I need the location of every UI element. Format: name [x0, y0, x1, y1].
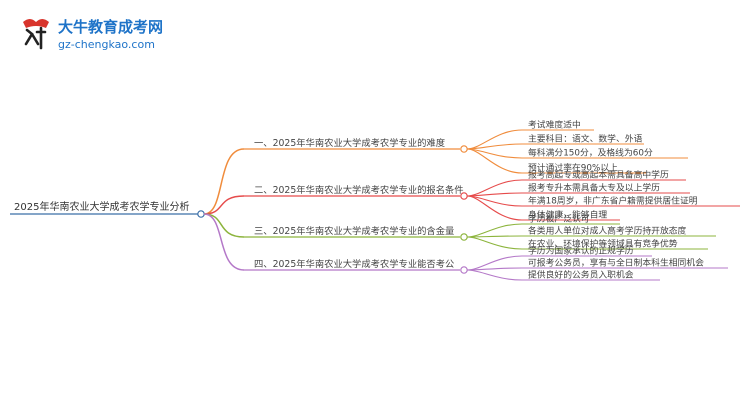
branch-connector-4 [203, 213, 245, 271]
leaf-connector-2-4 [466, 195, 523, 221]
leaf-connector-3-3 [466, 236, 523, 250]
leaf-label-4-2: 可报考公务员，享有与全日制本科生相同机会 [528, 257, 704, 269]
leaf-label-1-1: 考试难度适中 [528, 119, 581, 131]
leaf-label-3-3: 在农业、环境保护等领域具有竞争优势 [528, 238, 678, 250]
leaf-label-1-4: 预计通过率在90%以上 [528, 162, 618, 174]
bull-logo-icon [23, 19, 49, 50]
leaf-connector-1-3 [466, 148, 523, 159]
branch-dot-1 [460, 145, 468, 153]
root-connector-dot [197, 210, 205, 218]
leaf-connector-4-3 [466, 269, 523, 281]
branch-label-1: 一、2025年华南农业大学成考农学专业的难度 [254, 137, 445, 149]
branch-label-2: 二、2025年华南农业大学成考农学专业的报名条件 [254, 184, 464, 196]
branch-label-3: 三、2025年华南农业大学成考农学专业的含金量 [254, 225, 454, 237]
branch-connector-1 [203, 148, 245, 215]
leaf-label-1-2: 主要科目：语文、数学、外语 [528, 133, 643, 145]
leaf-label-3-2: 各类用人单位对成人高考学历持开放态度 [528, 225, 687, 237]
root-node-label: 2025年华南农业大学成考农学专业分析 [14, 200, 189, 213]
leaf-connector-2-3 [466, 195, 523, 207]
branch-connector-3 [203, 213, 245, 238]
logo-url: gz-chengkao.com [58, 38, 155, 51]
branch-label-4: 四、2025年华南农业大学成考农学专业能否考公 [254, 258, 454, 270]
leaf-label-2-2: 报考专升本需具备大专及以上学历 [528, 182, 660, 194]
leaf-label-4-3: 提供良好的公务员入职机会 [528, 269, 634, 281]
leaf-label-4-1: 学历为国家承认的正规学历 [528, 245, 634, 257]
branch-dot-3 [460, 233, 468, 241]
logo-title: 大牛教育成考网 [58, 18, 164, 36]
branch-dot-4 [460, 266, 468, 274]
leaf-connector-1-4 [466, 148, 523, 174]
branch-connector-2 [203, 195, 245, 215]
leaf-label-2-3: 年满18周岁，非广东省户籍需提供居住证明 [528, 195, 698, 207]
leaf-label-2-4: 身体健康，能够自理 [528, 209, 607, 221]
branch-dot-2 [460, 192, 468, 200]
leaf-label-1-3: 每科满分150分，及格线为60分 [528, 147, 653, 159]
leaf-connector-3-1 [466, 223, 523, 238]
site-logo: 大牛教育成考网 gz-chengkao.com [18, 14, 188, 58]
leaf-label-3-1: 学历被广泛认可 [528, 213, 590, 225]
leaf-label-2-1: 报考高起专或高起本需具备高中学历 [528, 169, 669, 181]
